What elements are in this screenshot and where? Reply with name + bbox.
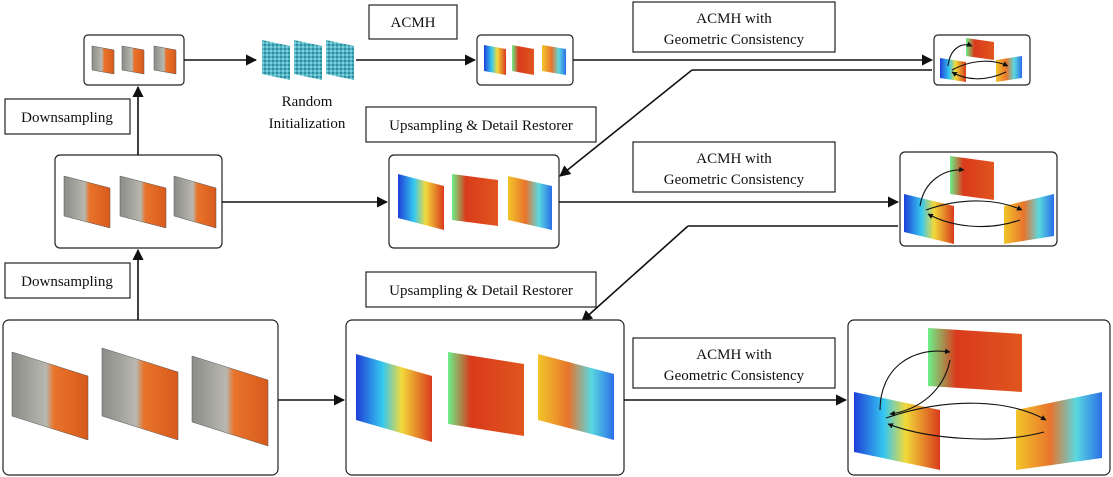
upsampling-label-1: Upsampling & Detail Restorer xyxy=(389,118,573,134)
acmh-geo-label-3b: Geometric Consistency xyxy=(664,368,805,384)
downsampling-label-box-1 xyxy=(4,98,131,135)
depth-map-thumbnails-small xyxy=(484,45,566,75)
downsampling-label-1: Downsampling xyxy=(21,110,113,126)
acmh-geo-label-3a: ACMH with xyxy=(696,347,772,363)
acmh-geo-label-2a: ACMH with xyxy=(696,151,772,167)
depth-map-thumbnails-medium xyxy=(398,174,552,230)
acmh-geo-label-1b: Geometric Consistency xyxy=(664,32,805,48)
input-image-thumbnails-large xyxy=(11,347,269,447)
acmh-label-box xyxy=(368,4,458,40)
upsampling-label-box-1 xyxy=(365,106,597,143)
upsampling-label-box-2 xyxy=(365,271,597,308)
acmh-geo-label-2b: Geometric Consistency xyxy=(664,172,805,188)
arrow-upsample-2 xyxy=(581,225,689,322)
acmh-geo-label-1a: ACMH with xyxy=(696,11,772,27)
acmh-geo-label-box-1 xyxy=(632,1,836,53)
acmh-geo-label-box-2 xyxy=(632,141,836,193)
random-init-label-1: Random xyxy=(282,94,333,110)
acmh-label: ACMH xyxy=(390,15,435,31)
upsampling-label-2: Upsampling & Detail Restorer xyxy=(389,283,573,299)
input-image-thumbnails-medium xyxy=(63,175,217,229)
downsampling-label-box-2 xyxy=(4,262,131,299)
random-noise-maps xyxy=(262,40,354,80)
input-image-thumbnails-small xyxy=(91,45,177,75)
downsampling-label-2: Downsampling xyxy=(21,274,113,290)
consistency-views-small xyxy=(940,38,1022,82)
consistency-views-large xyxy=(854,328,1102,470)
depth-map-thumbnails-large xyxy=(356,352,614,442)
consistency-views-medium xyxy=(904,156,1054,244)
random-init-label-2: Initialization xyxy=(269,116,346,132)
arrow-upsample-1 xyxy=(559,69,693,177)
acmh-geo-label-box-3 xyxy=(632,337,836,389)
